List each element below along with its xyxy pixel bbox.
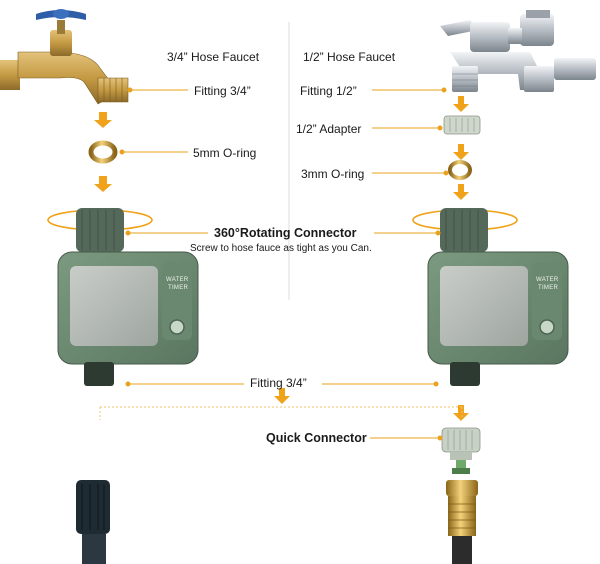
- timer-label-left-2: TIMER: [168, 285, 189, 291]
- oring-right-label: 3mm O-ring: [301, 167, 365, 181]
- left-faucet-title: 3/4” Hose Faucet: [167, 50, 260, 64]
- connector-note: Screw to hose fauce as tight as you Can.: [190, 243, 372, 254]
- hose-right-icon: [446, 480, 478, 564]
- quick-connector-icon: [441, 427, 481, 474]
- water-timer-left-icon: [57, 208, 199, 386]
- fitting-right-label: Fitting 1/2”: [300, 84, 357, 98]
- adapter-icon: [443, 115, 481, 135]
- leader-lines: [119, 87, 449, 441]
- fitting-left-label: Fitting 3/4”: [194, 84, 251, 98]
- oring-left-label: 5mm O-ring: [193, 146, 257, 160]
- oring-3mm-icon: [448, 160, 472, 180]
- timer-label-left-1: WATER: [166, 277, 189, 283]
- chrome-faucet-icon: [440, 10, 596, 92]
- connector-title: 360°Rotating Connector: [214, 226, 357, 240]
- water-timer-right-icon: [427, 208, 569, 386]
- right-faucet-title: 1/2” Hose Faucet: [303, 50, 396, 64]
- fitting-bottom-label: Fitting 3/4”: [250, 376, 307, 390]
- hose-left-icon: [76, 480, 110, 564]
- down-arrow-icons: [94, 96, 469, 421]
- brass-faucet-icon: [0, 9, 129, 105]
- quick-connector-label: Quick Connector: [266, 431, 367, 445]
- dotted-bracket: [99, 406, 463, 420]
- timer-label-right-1: WATER: [536, 277, 559, 283]
- oring-5mm-icon: [88, 140, 118, 164]
- timer-label-right-2: TIMER: [538, 285, 559, 291]
- adapter-label: 1/2” Adapter: [296, 122, 362, 136]
